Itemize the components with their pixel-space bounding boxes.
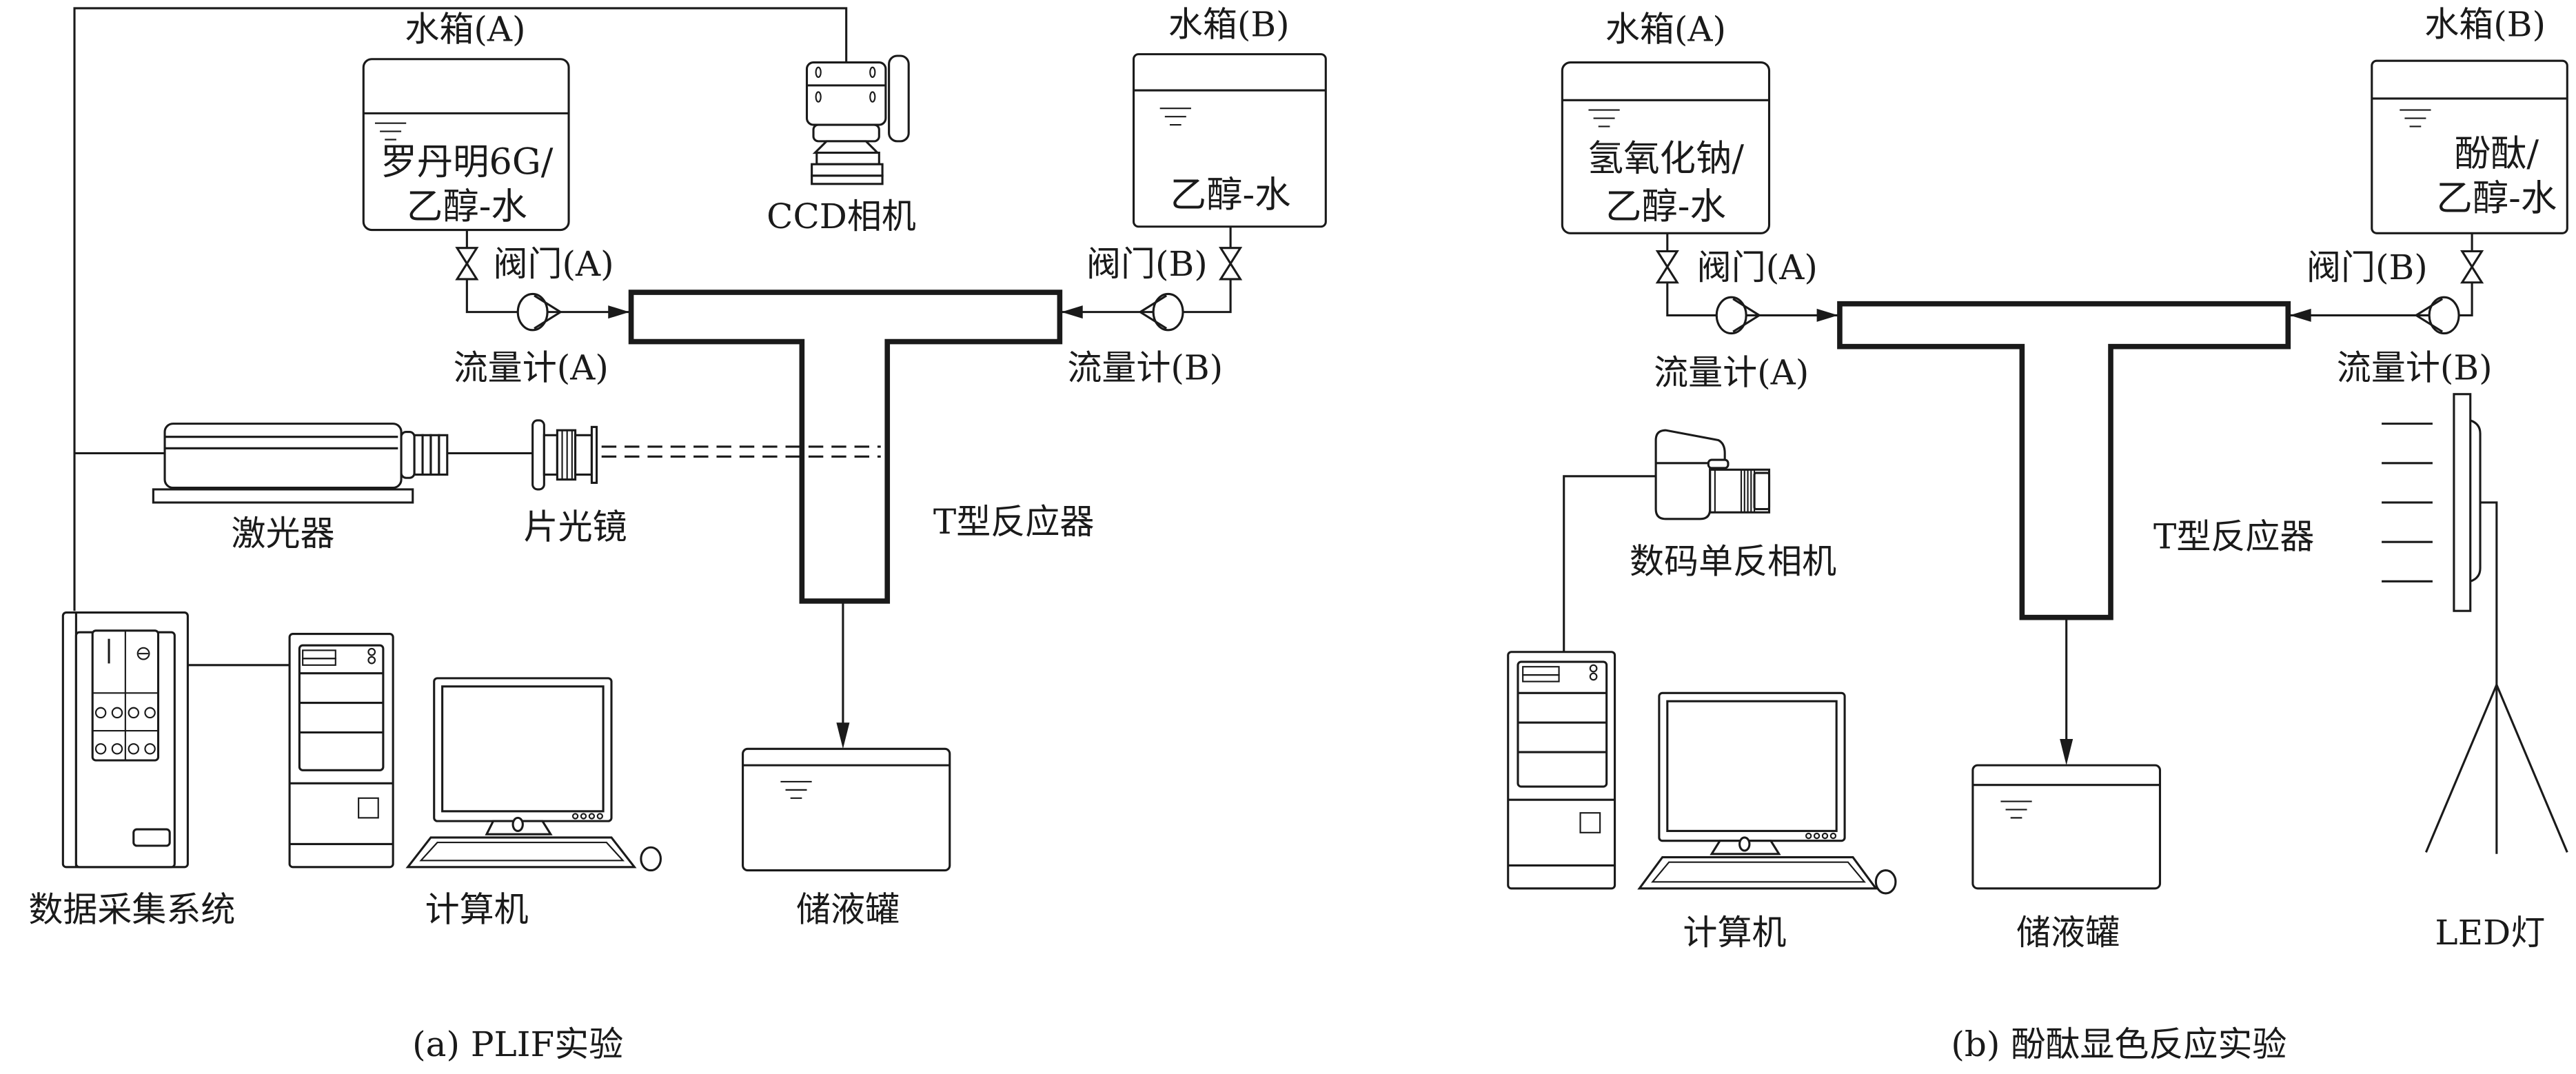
tank-a-content-line2: 乙醇-水 [407, 185, 527, 227]
water-level-icon [2000, 800, 2032, 819]
storage-tank-label: 储液罐 [2016, 913, 2120, 953]
flowmeter-b-icon [2414, 296, 2460, 335]
computer-tower-icon [1507, 651, 1616, 890]
valve-a-label: 阀门(A) [1697, 247, 1818, 287]
valve-a-icon [455, 247, 479, 281]
flowmeter-a-icon [1715, 296, 1762, 335]
tank-b-label: 水箱(B) [1168, 4, 1290, 44]
flowmeter-b-label: 流量计(B) [2337, 347, 2493, 387]
tank-a-label: 水箱(A) [405, 10, 525, 50]
t-reactor-label: T型反应器 [933, 502, 1094, 542]
tank-a-body [1561, 61, 1771, 234]
panel-b-caption: (b) 酚酞显色反应实验 [1951, 1024, 2286, 1064]
panel-a: 水箱(A) 罗丹明6G/ 乙醇-水 阀门(A) 流量计(A) T型反应器 [28, 4, 1327, 1064]
water-level-icon [374, 122, 407, 141]
tank-b-body [2371, 59, 2568, 234]
monitor-icon [433, 677, 613, 835]
tank-b: 水箱(B) 乙醇-水 [1133, 4, 1327, 228]
flowmeter-b-label: 流量计(B) [1067, 347, 1223, 387]
water-level-icon [780, 780, 812, 799]
flowmeter-a-label: 流量计(A) [454, 347, 609, 387]
keyboard-icon [405, 836, 637, 869]
daq-system-icon [61, 611, 189, 869]
t-reactor [1837, 301, 2291, 620]
laser-label: 激光器 [232, 514, 335, 554]
flowmeter-a-label: 流量计(A) [1654, 352, 1809, 392]
water-level-icon [2400, 109, 2431, 128]
light-rays [2382, 423, 2433, 582]
tank-a: 水箱(A) 罗丹明6G/ 乙醇-水 [362, 10, 570, 232]
sheet-optics-icon [531, 419, 598, 491]
laser-icon [152, 423, 449, 504]
tank-b: 水箱(B) 酚酞/ 乙醇-水 [2371, 4, 2568, 234]
valve-a-icon [1655, 250, 1679, 284]
arrow-a-icon [1816, 308, 1838, 322]
water-level-icon [1159, 108, 1191, 126]
valve-b-label: 阀门(B) [1086, 244, 1208, 284]
storage-tank [742, 747, 951, 872]
laser-sheet-dashes [601, 445, 881, 458]
ccd-camera-label: CCD相机 [767, 196, 916, 236]
outlet-arrow-icon [2060, 739, 2073, 766]
sheet-optics-label: 片光镜 [524, 507, 627, 547]
panel-b: 水箱(A) 氢氧化钠/ 乙醇-水 阀门(A) 流量计(A) T型反应器 [1507, 4, 2568, 1064]
storage-tank [1971, 764, 2162, 890]
flowmeter-b-icon [1138, 292, 1184, 332]
t-reactor [628, 290, 1063, 604]
tank-a-content-line1: 罗丹明6G/ [381, 141, 553, 183]
mouse-icon [1874, 869, 1897, 895]
dslr-camera-label: 数码单反相机 [1630, 541, 1836, 581]
storage-tank-label: 储液罐 [796, 889, 900, 929]
valve-b-label: 阀门(B) [2306, 247, 2428, 287]
computer-label: 计算机 [1683, 913, 1786, 953]
led-light-label: LED灯 [2435, 913, 2545, 953]
tank-b-label: 水箱(B) [2424, 4, 2546, 44]
tank-a-content-line2: 乙醇-水 [1605, 185, 1726, 227]
tank-b-content-line2: 乙醇-水 [2436, 177, 2557, 219]
arrow-b-icon [2289, 308, 2311, 322]
ccd-camera-icon [805, 54, 910, 185]
camera-cable [1563, 475, 1656, 652]
keyboard-icon [1637, 855, 1878, 890]
panel-a-caption: (a) PLIF实验 [412, 1024, 623, 1064]
valve-a-label: 阀门(A) [493, 244, 613, 284]
flowmeter-a-icon [516, 292, 563, 332]
tank-a-label: 水箱(A) [1605, 10, 1726, 50]
arrow-b-icon [1061, 305, 1083, 319]
tank-b-content-line1: 乙醇-水 [1170, 174, 1291, 216]
tank-b-content-line1: 酚酞/ [2455, 133, 2539, 175]
tank-a-content-line1: 氢氧化钠/ [1588, 138, 1745, 180]
t-reactor-label: T型反应器 [2153, 517, 2314, 557]
valve-b-icon [2460, 250, 2484, 284]
monitor-icon [1658, 691, 1846, 855]
computer-label: 计算机 [425, 889, 529, 929]
led-light-icon [2382, 393, 2568, 854]
water-level-icon [1588, 109, 1620, 128]
outlet-arrow-icon [836, 722, 850, 749]
signal-wire-camera [73, 7, 848, 611]
dslr-camera-icon [1654, 429, 1771, 520]
daq-system-label: 数据采集系统 [28, 889, 235, 929]
arrow-a-icon [608, 305, 630, 319]
valve-b-icon [1219, 247, 1243, 281]
tank-a: 水箱(A) 氢氧化钠/ 乙醇-水 [1561, 10, 1771, 234]
computer-tower-icon [288, 633, 394, 869]
mouse-icon [640, 846, 662, 872]
